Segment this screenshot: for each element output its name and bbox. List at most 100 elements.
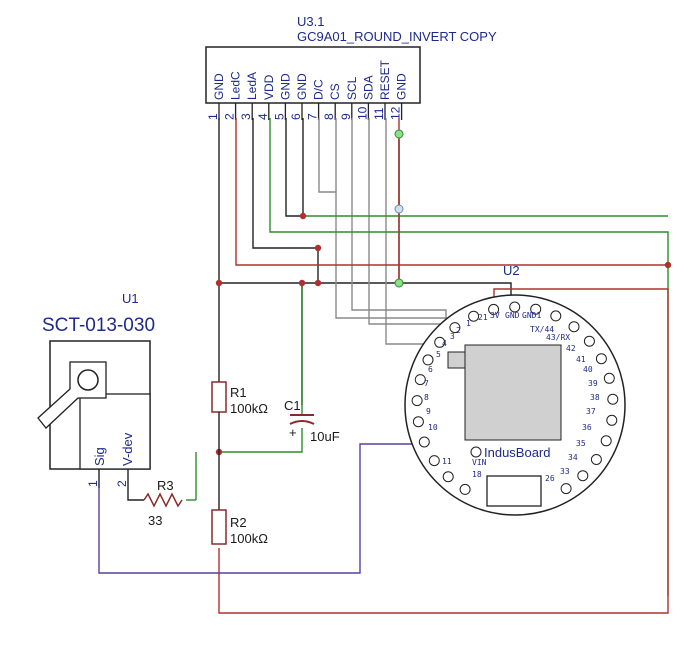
sda-wire — [368, 118, 441, 336]
board-pad — [468, 310, 480, 322]
board-pin-label: 34 — [568, 453, 578, 462]
sensor-pin1-name: Sig — [92, 447, 107, 466]
display-pin-number: 1 — [206, 113, 220, 120]
display-pin-name: SDA — [361, 75, 375, 100]
board-pad — [560, 483, 572, 495]
board-pad — [442, 471, 454, 483]
c1-ref: C1 — [284, 398, 301, 413]
display-pin-name: GND — [278, 73, 292, 100]
display-pin-number: 8 — [322, 113, 336, 120]
sig-wire — [98, 443, 428, 574]
board-pin-label: 33 — [560, 467, 570, 476]
board-usb-port — [486, 475, 542, 507]
display-pin-number: 11 — [372, 107, 386, 120]
c1-value: 10uF — [310, 429, 340, 444]
board-pad — [412, 416, 424, 428]
sensor-inner-box — [79, 393, 151, 470]
r1-resistor — [211, 381, 227, 413]
display-body — [205, 46, 421, 104]
board-pin-label: 3 — [450, 332, 455, 341]
board-pad — [428, 455, 440, 467]
board-chip-tab — [447, 351, 466, 369]
r2-resistor — [211, 509, 227, 545]
board-pin-label: 36 — [582, 423, 592, 432]
divider-mid-wire — [195, 428, 303, 500]
board-pin-label: 41 — [576, 355, 586, 364]
r3-left-wire — [127, 488, 144, 501]
board-pin-label: 43/RX — [546, 333, 570, 342]
board-pin-label: 7 — [424, 379, 429, 388]
r2-value: 100kΩ — [230, 531, 268, 546]
sensor-pin2-num: 2 — [115, 480, 129, 487]
display-pin-number: 9 — [339, 113, 353, 120]
board-pad — [590, 454, 602, 465]
board-pin-label: TX/44 — [530, 325, 554, 334]
display-pin-name: D/C — [312, 79, 326, 100]
display-pin-name: SCL — [345, 76, 359, 100]
board-pin-label: 2 — [456, 326, 461, 335]
display-pin-number: 6 — [289, 113, 303, 120]
display-pin-number: 12 — [389, 106, 403, 120]
board-name: IndusBoard — [484, 445, 551, 460]
board-pin-label: 18 — [472, 470, 482, 479]
board-pin-label: 5 — [436, 350, 441, 359]
board-pin-label: 9 — [426, 407, 431, 416]
board-chip — [464, 344, 562, 441]
board-pad — [550, 310, 562, 322]
r2-bottom-wire — [218, 288, 669, 614]
board-pin-label: 8 — [424, 393, 429, 402]
board-pad — [449, 322, 461, 334]
board-pin-label: 6 — [428, 365, 433, 374]
display-pin-name: GND — [395, 73, 409, 100]
ledc-red-wire — [235, 118, 668, 266]
r2-ref: R2 — [230, 515, 247, 530]
board-pad — [434, 336, 446, 348]
board-pin-label: 1 — [466, 319, 471, 328]
sensor-pin1-num: 1 — [86, 480, 100, 487]
gnd-pin56-wire — [285, 118, 304, 217]
r3-resistor — [143, 492, 183, 508]
board-pin-label: 4 — [442, 339, 447, 348]
board-pad — [459, 483, 471, 495]
board-pin-label: GND — [505, 311, 520, 320]
board-pin-label: 26 — [545, 474, 555, 483]
sensor-part: SCT-013-030 — [42, 315, 155, 336]
board-pad — [600, 435, 612, 447]
c1-polarity: + — [289, 425, 297, 440]
board-pin-label: 35 — [576, 439, 586, 448]
board-pad — [488, 303, 500, 315]
board-pad — [530, 303, 542, 315]
board-marker-dot — [470, 446, 482, 458]
board-pin-label: 37 — [586, 407, 596, 416]
scl-wire — [351, 118, 447, 324]
display-part: GC9A01_ROUND_INVERT COPY — [297, 29, 497, 44]
board-pin-label: GND1 — [522, 311, 541, 320]
display-pin-name: VDD — [262, 74, 276, 100]
board-pad — [606, 414, 618, 426]
r1-value: 100kΩ — [230, 401, 268, 416]
board-pads — [411, 301, 619, 495]
sensor-pin2-name: V-dev — [120, 432, 135, 466]
board-pad — [583, 335, 595, 347]
c1-plate-bottom — [289, 420, 315, 425]
board-pin-label: 10 — [428, 423, 438, 432]
board-pad — [577, 470, 589, 482]
board-pad — [568, 321, 580, 333]
display-pin-name: LedC — [229, 71, 243, 100]
display-pin-number: 10 — [355, 106, 369, 120]
sensor-ref: U1 — [122, 291, 139, 306]
display-pin-name: RESET — [378, 59, 392, 100]
board-pin-label: 11 — [442, 457, 452, 466]
sensor-leads — [98, 469, 129, 488]
board-pin-label: 42 — [566, 344, 576, 353]
display-pin-number: 7 — [306, 113, 320, 120]
r1-ref: R1 — [230, 385, 247, 400]
board-pad — [603, 372, 615, 384]
board-pad — [607, 393, 619, 405]
board-pad — [595, 353, 607, 365]
display-pin-number: 5 — [272, 113, 286, 120]
board-pad — [422, 354, 434, 366]
reset-wire — [385, 118, 439, 352]
